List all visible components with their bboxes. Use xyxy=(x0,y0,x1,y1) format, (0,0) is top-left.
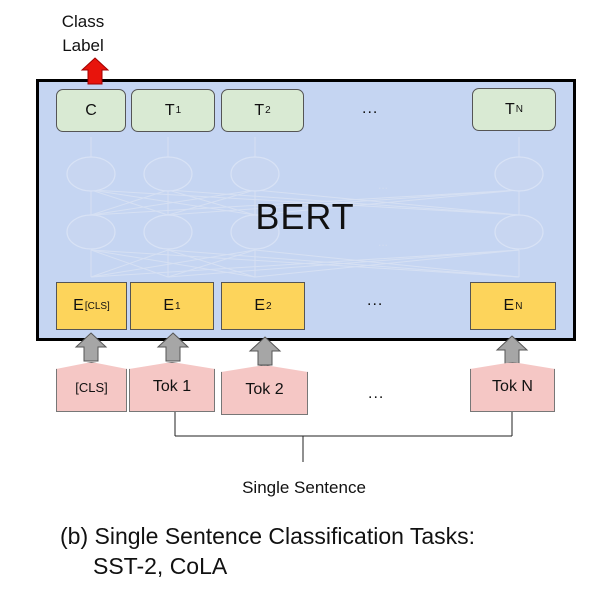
token-label: Tok 1 xyxy=(152,378,192,395)
embedding-subscript: 1 xyxy=(175,300,181,312)
caption-line2: SST-2, CoLA xyxy=(93,553,228,579)
sentence-bracket xyxy=(174,411,513,462)
embedding-label: E xyxy=(254,297,266,314)
output-subscript: 2 xyxy=(265,105,271,116)
embedding-box-cls: E[CLS] xyxy=(56,282,127,330)
neurons xyxy=(66,156,544,250)
bert-label: BERT xyxy=(255,196,355,237)
caption-line1: (b) Single Sentence Classification Tasks… xyxy=(60,523,476,549)
output-label: C xyxy=(85,101,97,119)
embedding-label: E xyxy=(73,297,84,314)
output-ellipsis: ... xyxy=(362,100,379,117)
class-label: Class Label xyxy=(52,10,114,58)
token-box-cls: [CLS] xyxy=(56,362,127,412)
input-sentence-label: Single Sentence xyxy=(242,478,366,497)
input-arrows xyxy=(74,332,529,366)
output-label: T xyxy=(164,101,175,119)
output-label: T xyxy=(254,101,265,119)
token-box-1: Tok 1 xyxy=(129,362,215,412)
figure-caption: (b) Single Sentence Classification Tasks… xyxy=(60,521,475,581)
output-box-c: C xyxy=(56,89,126,132)
class-output-arrow-icon xyxy=(80,57,110,85)
embedding-label: E xyxy=(503,297,515,314)
token-ellipsis: ... xyxy=(368,385,385,402)
input-arrow-icon xyxy=(495,335,529,365)
output-label: T xyxy=(504,100,515,118)
input-arrow-icon xyxy=(248,336,282,366)
svg-text:...: ... xyxy=(378,235,388,249)
input-arrow-icon xyxy=(74,332,108,362)
output-subscript: N xyxy=(515,104,523,115)
token-label: Tok N xyxy=(492,378,533,395)
token-label: Tok 2 xyxy=(245,381,284,398)
token-box-2: Tok 2 xyxy=(221,365,308,415)
embedding-subscript: N xyxy=(515,300,523,312)
output-subscript: 1 xyxy=(175,105,182,116)
embedding-ellipsis: ... xyxy=(367,292,384,309)
embedding-label: E xyxy=(163,297,175,314)
embedding-subscript: [CLS] xyxy=(84,300,110,312)
class-label-line1: Class xyxy=(61,12,105,31)
token-box-n: Tok N xyxy=(470,362,555,412)
input-arrow-icon xyxy=(156,332,190,362)
svg-text:...: ... xyxy=(378,178,388,192)
class-label-line2: Label xyxy=(62,36,104,55)
token-label: [CLS] xyxy=(75,379,108,395)
embedding-subscript: 2 xyxy=(266,300,272,312)
